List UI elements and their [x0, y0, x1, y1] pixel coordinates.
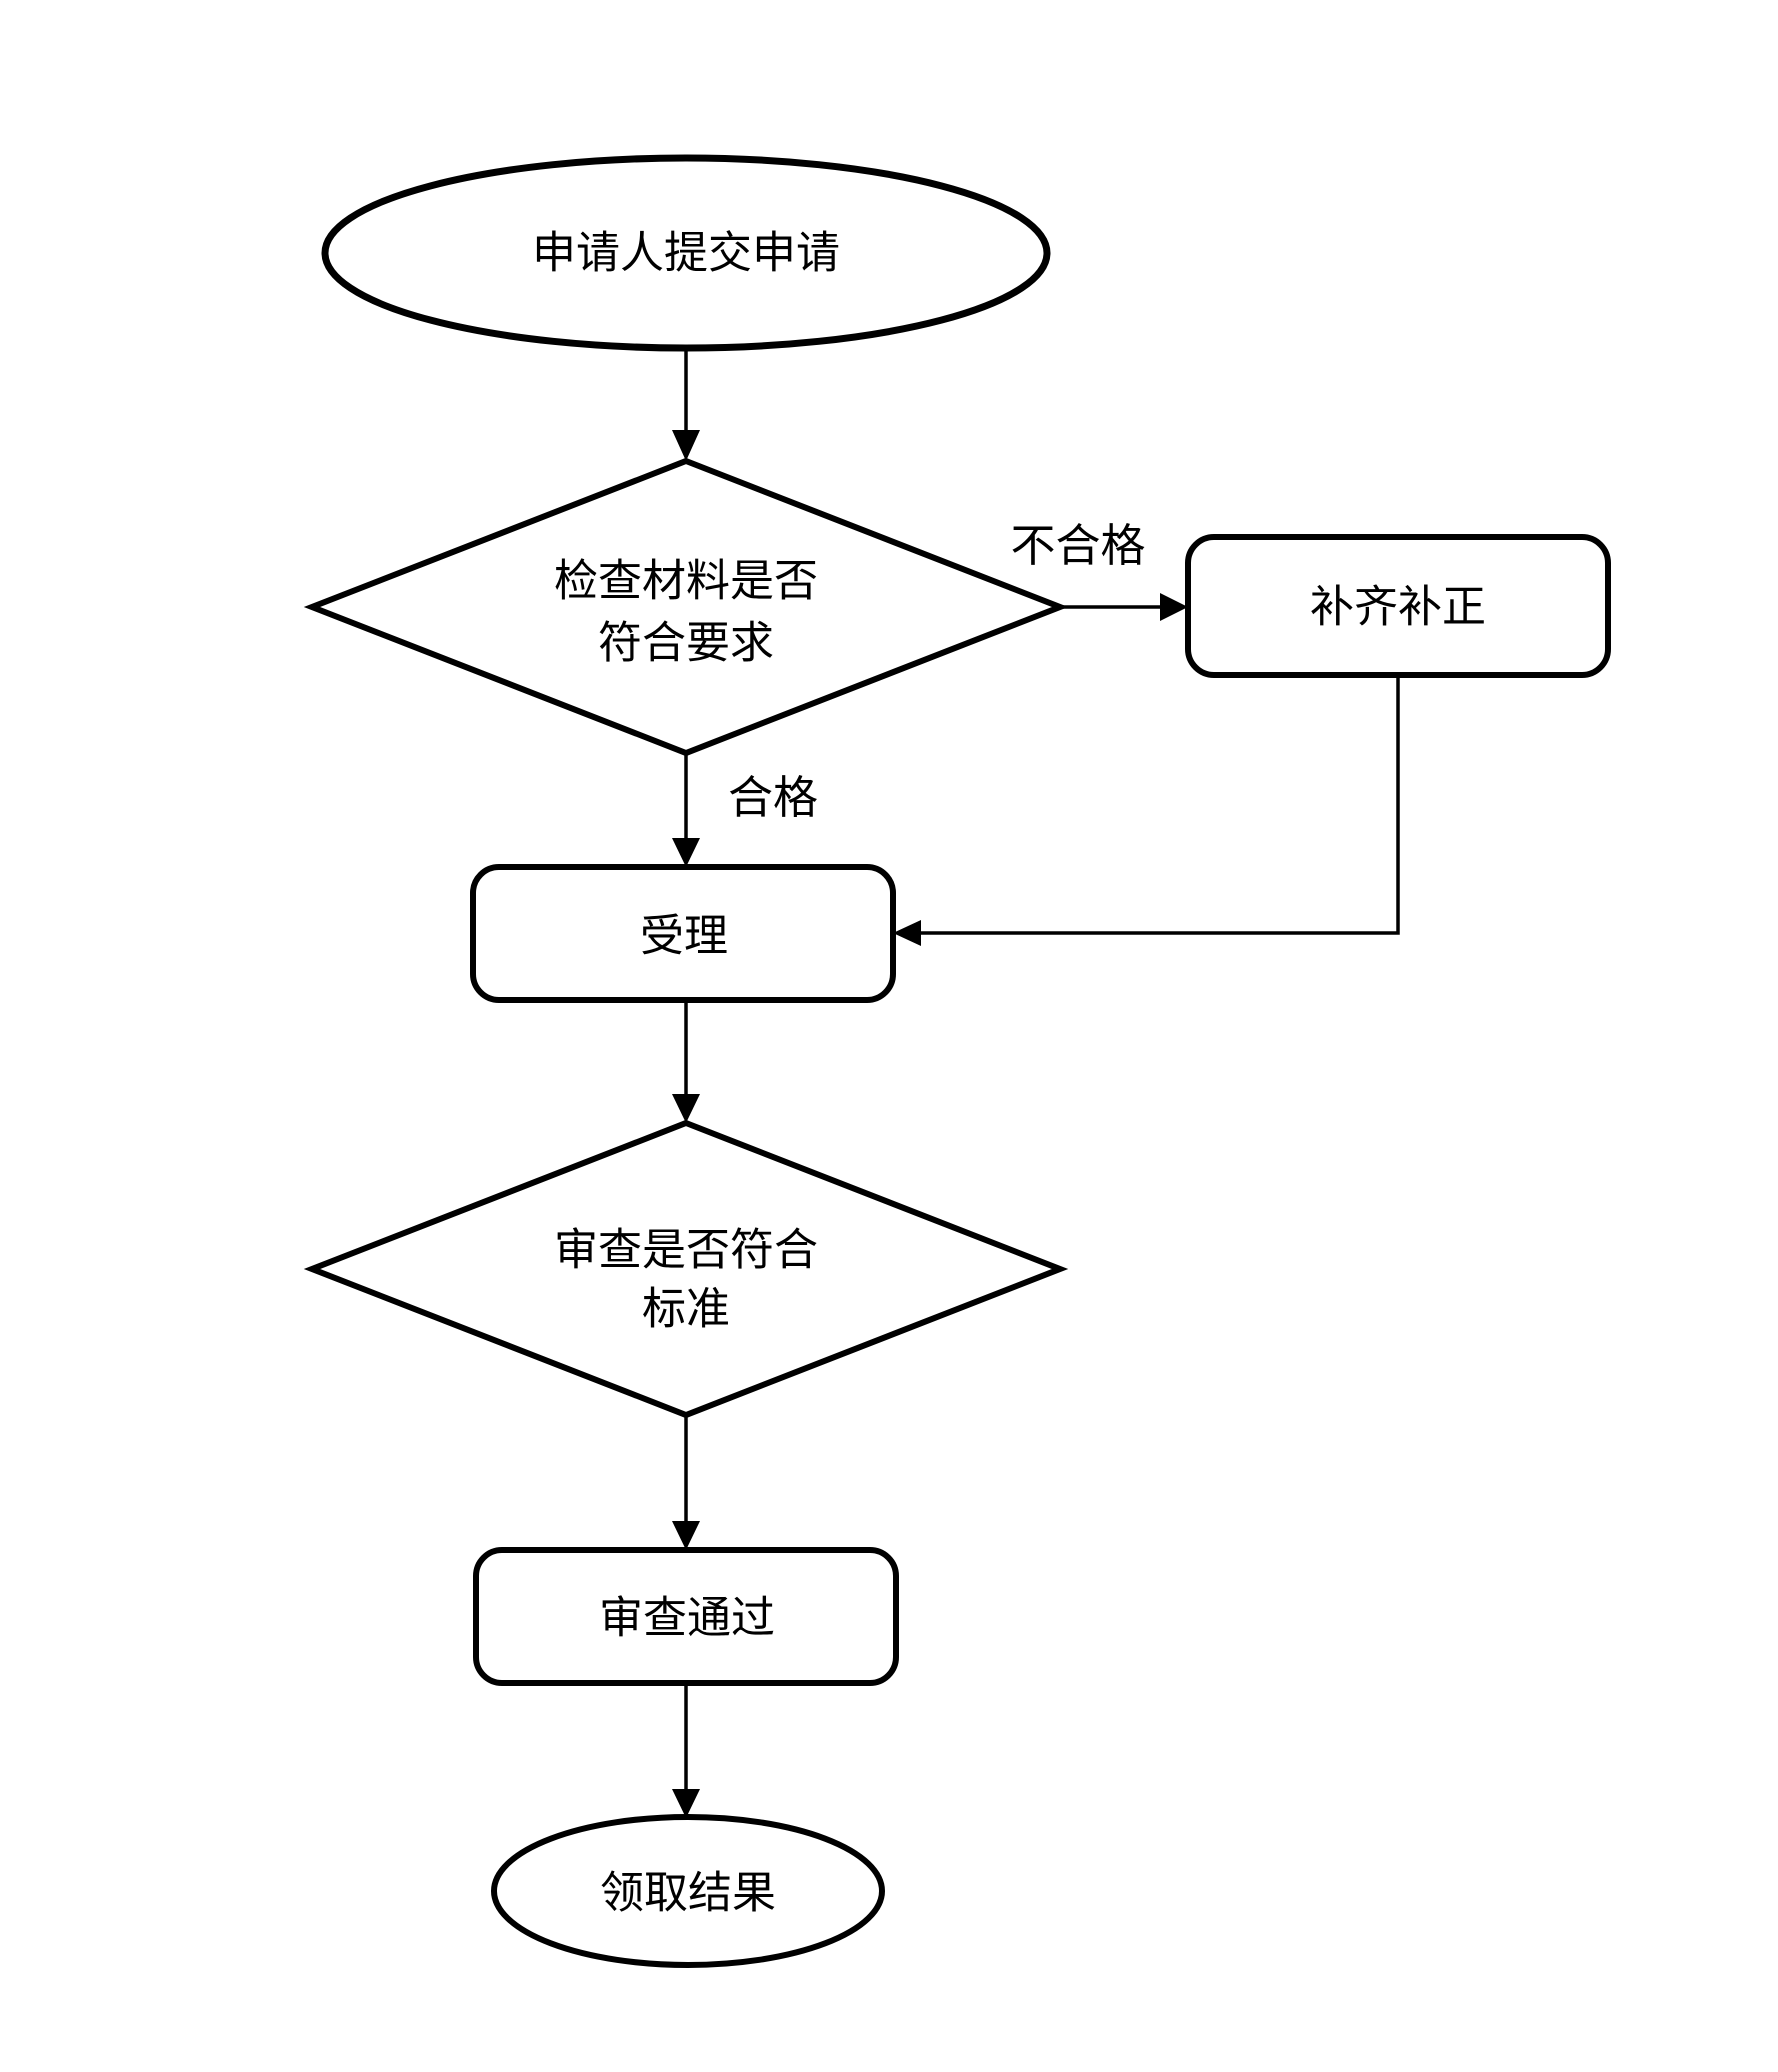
- arrowhead-left-icon: [893, 920, 921, 946]
- check-materials-label-line1: 检查材料是否: [554, 557, 818, 606]
- review-passed-label: 审查通过: [599, 1594, 775, 1643]
- arrow-check-to-supplement: [1062, 593, 1188, 621]
- review-label-line2: 标准: [642, 1285, 730, 1334]
- accept-process-box: [470, 864, 896, 1003]
- review-label-line1: 审查是否符合: [554, 1226, 818, 1275]
- review-decision-diamond: [303, 1119, 1069, 1419]
- arrow-start-to-check: [672, 351, 700, 461]
- arrow-check-to-accept: [672, 755, 700, 867]
- edge-label-qualified: 合格: [728, 773, 818, 823]
- end-terminator-label: 领取结果: [600, 1869, 776, 1918]
- start-terminator-ellipse: [321, 154, 1051, 352]
- accept-label: 受理: [640, 912, 728, 961]
- edge-label-unqualified: 不合格: [1010, 521, 1145, 571]
- arrow-review-to-passed: [672, 1417, 700, 1550]
- arrowhead-down-icon: [672, 430, 700, 461]
- supplement-label: 补齐补正: [1310, 583, 1486, 632]
- check-materials-decision-diamond: [303, 457, 1069, 757]
- arrowhead-down-icon: [672, 1521, 700, 1550]
- arrowhead-down-icon: [672, 838, 700, 867]
- connector-supplement-to-accept: [893, 675, 1400, 946]
- arrow-accept-to-review: [672, 1000, 700, 1123]
- start-terminator-label: 申请人提交申请: [532, 229, 840, 278]
- arrowhead-down-icon: [672, 1094, 700, 1123]
- arrowhead-down-icon: [672, 1789, 700, 1818]
- arrowhead-right-icon: [1160, 593, 1188, 621]
- arrow-passed-to-end: [672, 1683, 700, 1818]
- end-terminator-ellipse: [491, 1814, 885, 1968]
- check-materials-label-line2: 符合要求: [598, 619, 774, 668]
